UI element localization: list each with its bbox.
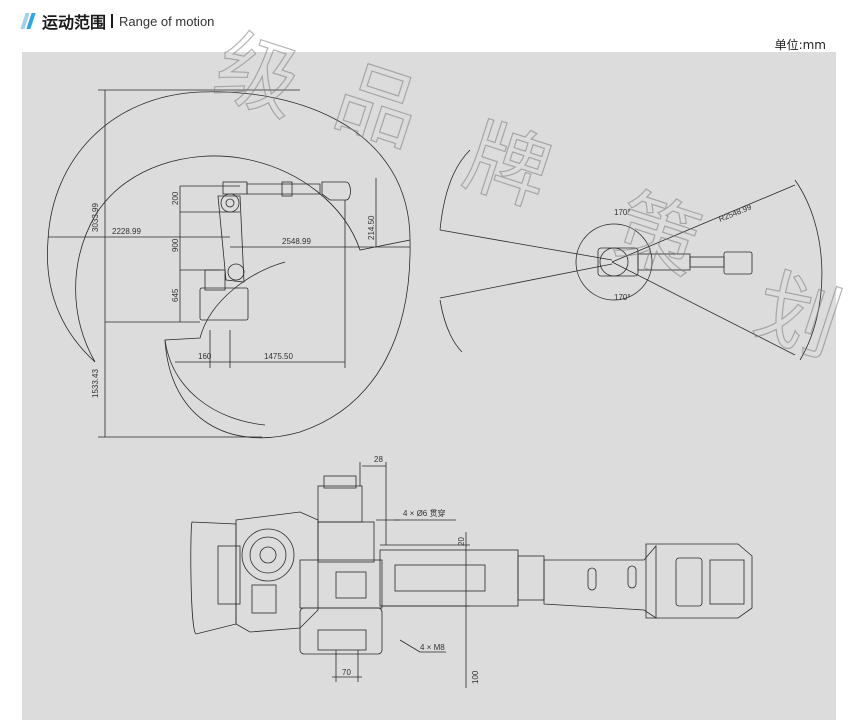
dim-28: 28: [374, 455, 383, 464]
section-header: 运动范围 Range of motion: [20, 10, 215, 32]
title-separator: [111, 14, 114, 28]
dim-reach-back: 2228.99: [112, 227, 141, 236]
section-title-en: Range of motion: [119, 13, 215, 29]
dim-70: 70: [342, 668, 351, 677]
dim-arm-1475: 1475.50: [264, 352, 293, 361]
unit-label: 单位:mm: [774, 38, 826, 52]
dim-arm-200: 200: [171, 191, 180, 205]
detail-view: [190, 462, 753, 688]
watermark-char-3: 牌: [454, 109, 561, 225]
side-view-envelope: [47, 91, 411, 439]
dim-arm-900: 900: [171, 238, 180, 252]
dim-m8: 4 × M8: [420, 643, 445, 652]
dim-reach-front: 2548.99: [282, 237, 311, 246]
watermark-char-2: 品: [324, 49, 431, 165]
dim-base-645: 645: [171, 288, 180, 302]
drawing-panel: [22, 52, 836, 720]
dim-angle-top: 170°: [614, 208, 631, 217]
dim-offset-160: 160: [198, 352, 212, 361]
dim-holes: 4 × Ø6 贯穿: [403, 508, 445, 518]
dim-100: 100: [471, 670, 480, 684]
dim-radius: R2548.99: [717, 202, 753, 224]
top-view-envelope: [439, 149, 823, 361]
robot-side-silhouette: [199, 181, 351, 321]
dim-wrist-214: 214.50: [367, 215, 376, 240]
watermark: 级 品 牌 策 划: [203, 18, 852, 375]
side-view-dimensions: [48, 89, 410, 438]
section-title-cn: 运动范围: [42, 13, 107, 32]
watermark-char-4: 策: [604, 179, 711, 295]
dim-20: 20: [457, 537, 466, 546]
dim-height-upper: 3033.99: [91, 203, 100, 232]
watermark-char-5: 划: [744, 259, 851, 375]
watermark-char-1: 级: [204, 19, 311, 135]
dim-angle-bottom: 170°: [614, 293, 631, 302]
dim-height-lower: 1533.43: [91, 369, 100, 398]
